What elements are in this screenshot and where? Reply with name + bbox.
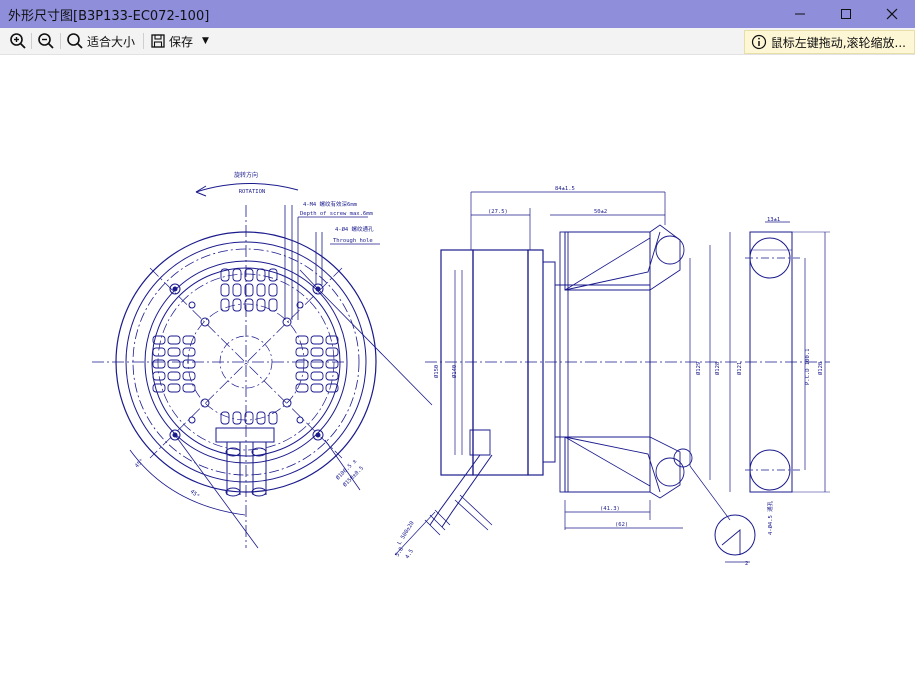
minimize-icon (795, 13, 805, 15)
hole-en-label: Through hole (333, 238, 373, 244)
dim-d120: Ø120 (817, 362, 824, 375)
save-label: 保存 (169, 34, 194, 49)
fit-size-label: 适合大小 (87, 34, 136, 49)
screw-en-label: Depth of screw max.6mm (300, 211, 374, 217)
dim-total: 84±1.5 (555, 186, 575, 192)
dim-pcd: P.C.D 100.1 (805, 349, 811, 385)
dim-d121: Ø121 (736, 362, 743, 375)
left-angle-label: 45° (134, 458, 145, 469)
zoom-in-icon (10, 33, 26, 49)
lead-length: L 500±20 (397, 520, 416, 546)
side-view: 84±1.5 (27.5) 50±2 Ø129 Ø128 Ø121 Ø1 (395, 186, 756, 567)
save-button[interactable]: 保存 ▼ (150, 31, 209, 51)
hint-banner: 鼠标左键拖动,滚轮缩放... (743, 30, 915, 54)
close-icon (886, 8, 898, 20)
dim-62: (62) (615, 522, 628, 528)
zoom-in-button[interactable] (9, 31, 27, 51)
dim-small: 2 (745, 561, 748, 567)
rotation-en-label: ROTATION (239, 189, 266, 195)
info-icon (751, 34, 766, 50)
dim-d128: Ø128 (714, 362, 721, 375)
bottom-angle-label: 45° (189, 489, 200, 500)
wire-dim-2: 4.5 (405, 548, 415, 560)
dropdown-arrow-icon[interactable]: ▼ (202, 36, 209, 46)
hint-text: 鼠标左键拖动,滚轮缩放... (770, 35, 906, 50)
title-bar: 外形尺寸图[B3P133-EC072-100] (0, 0, 915, 28)
rotation-cn-label: 旋转方向 (234, 171, 258, 179)
drawing-canvas[interactable]: 旋转方向 ROTATION 4-M4 螺纹有效深6mm Depth of scr… (0, 55, 915, 689)
screw-cn-label: 4-M4 螺纹有效深6mm (303, 200, 358, 208)
toolbar: 适合大小 保存 ▼ 鼠标左键拖动,滚轮缩放... (0, 28, 915, 55)
wire-dim-1: 5.8 (395, 546, 405, 558)
save-icon (151, 34, 165, 48)
dim-27-5: (27.5) (488, 209, 508, 215)
maximize-button[interactable] (823, 0, 869, 28)
fan-dimension-drawing[interactable]: 旋转方向 ROTATION 4-M4 螺纹有效深6mm Depth of scr… (0, 55, 915, 689)
dim-50: 50±2 (594, 209, 607, 215)
dim-holes: 4-Ø4.5 通孔 (766, 500, 774, 535)
front-view: 旋转方向 ROTATION 4-M4 螺纹有效深6mm Depth of scr… (92, 171, 433, 549)
toolbar-divider (31, 33, 32, 49)
maximize-icon (841, 9, 851, 19)
dim-d150: Ø150 (433, 365, 440, 378)
minimize-button[interactable] (777, 0, 823, 28)
toolbar-divider (143, 33, 144, 49)
dim-d129: Ø129 (695, 362, 702, 375)
dim-41-3: (41.3) (600, 506, 620, 512)
zoom-out-button[interactable] (37, 31, 55, 51)
flange-view: 13±1 P.C.D 100.1 Ø120 4-Ø4.5 通孔 (745, 217, 830, 535)
dim-d140: Ø140 (451, 365, 458, 378)
hole-cn-label: 4-Ø4 螺纹通孔 (335, 225, 374, 233)
zoom-out-icon (38, 33, 54, 49)
window-title: 外形尺寸图[B3P133-EC072-100] (8, 9, 210, 24)
fit-size-button[interactable]: 适合大小 (66, 31, 135, 51)
search-icon (67, 33, 83, 49)
close-button[interactable] (869, 0, 915, 28)
toolbar-divider (60, 33, 61, 49)
dim-top-right: 13±1 (767, 217, 780, 223)
